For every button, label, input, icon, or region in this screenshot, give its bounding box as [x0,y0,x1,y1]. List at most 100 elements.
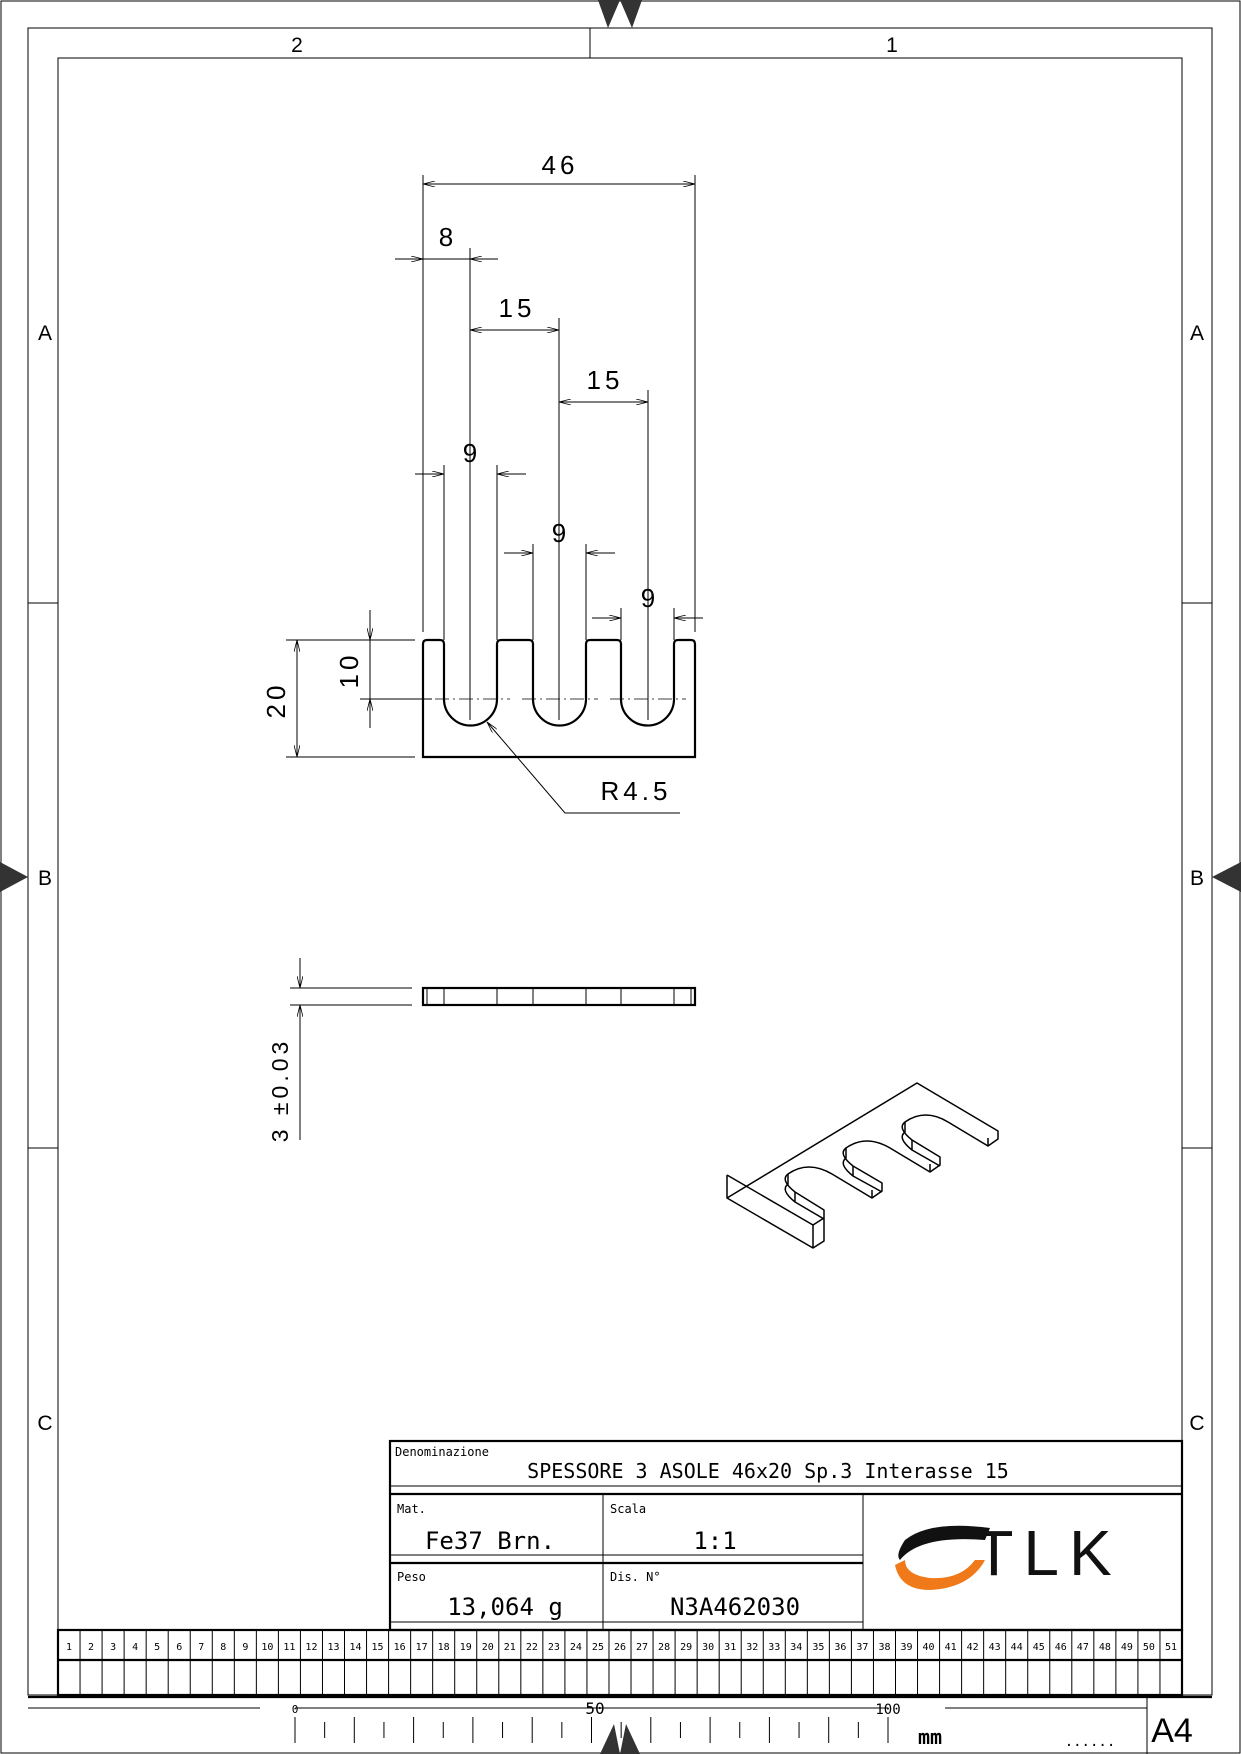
grid-number: 19 [460,1642,472,1653]
grid-number: 34 [790,1642,802,1653]
scale-bar: 0 50 100 mm ...... A4 [28,1695,1212,1754]
dim-radius: R4.5 [601,776,672,806]
paper-size: A4 [1151,1712,1193,1750]
drawing-no-label: Dis. N° [610,1570,661,1584]
grid-number: 11 [283,1642,295,1653]
grid-number: 46 [1055,1642,1067,1653]
dim-slot-width: 9 [641,583,659,613]
grid-number: 43 [989,1642,1001,1653]
grid-number: 7 [198,1642,204,1653]
dim-thickness: 3 ±0.03 [267,1038,293,1143]
weight-label: Peso [397,1570,426,1584]
logo-text: TLK [974,1517,1121,1589]
grid-number: 44 [1011,1642,1023,1653]
row-label: B [38,867,52,890]
grid-number: 32 [746,1642,758,1653]
grid-number: 23 [548,1642,560,1653]
row-label: C [37,1412,52,1435]
grid-number: 27 [636,1642,648,1653]
grid-number: 31 [724,1642,736,1653]
grid-number: 47 [1077,1642,1089,1653]
dim-overall-width: 46 [542,150,579,180]
bottom-center-mark [600,1724,640,1754]
grid-number: 25 [592,1642,604,1653]
right-center-mark [1212,862,1241,892]
dim-first-slot-offset: 8 [439,222,457,252]
isometric-view [726,1082,999,1249]
grid-number: 2 [88,1642,94,1653]
grid-number: 24 [570,1642,582,1653]
title-block: Denominazione SPESSORE 3 ASOLE 46x20 Sp.… [388,1439,1184,1632]
name-label: Denominazione [395,1445,489,1459]
zone-labels: 2 1 A B C A B C [37,34,1204,1435]
dimensions: 46 8 15 15 9 9 9 20 [261,150,703,814]
scale-label: Scala [610,1502,646,1516]
left-center-mark [0,862,28,892]
grid-number: 29 [680,1642,692,1653]
dim-slot-width: 9 [552,518,570,548]
scale-value: 1:1 [693,1527,736,1555]
grid-number: 33 [768,1642,780,1653]
column-label: 1 [886,34,898,57]
grid-number: 3 [110,1642,116,1653]
grid-number: 41 [945,1642,957,1653]
dim-height: 20 [261,682,291,719]
grid-number: 37 [856,1642,868,1653]
grid-number: 15 [372,1642,384,1653]
grid-number: 42 [967,1642,979,1653]
grid-number: 13 [327,1642,339,1653]
grid-number: 50 [1143,1642,1155,1653]
side-view: 3 ±0.03 [267,958,697,1143]
grid-number: 10 [261,1642,273,1653]
grid-number: 5 [154,1642,160,1653]
scale-label-0: 0 [292,1703,299,1716]
grid-number: 45 [1033,1642,1045,1653]
column-label: 2 [291,34,303,57]
grid-number: 4 [132,1642,138,1653]
grid-number: 39 [900,1642,912,1653]
grid-number: 8 [220,1642,226,1653]
grid-number: 26 [614,1642,626,1653]
material-label: Mat. [397,1502,426,1516]
scale-label-100: 100 [875,1702,900,1718]
row-label: A [38,322,52,345]
grid-number: 30 [702,1642,714,1653]
dim-pitch: 15 [587,365,624,395]
row-label: C [1189,1412,1204,1435]
scale-dots: ...... [1065,1734,1116,1750]
row-label: A [1190,322,1204,345]
grid-number: 16 [394,1642,406,1653]
dim-slot-depth: 10 [334,652,364,689]
grid-number: 17 [416,1642,428,1653]
grid-number: 22 [526,1642,538,1653]
grid-number: 20 [482,1642,494,1653]
scale-unit: mm [918,1725,942,1749]
grid-number: 12 [305,1642,317,1653]
grid-number: 51 [1165,1642,1177,1653]
dim-slot-width: 9 [463,438,481,468]
grid-number: 35 [812,1642,824,1653]
grid-number: 49 [1121,1642,1133,1653]
grid-number: 40 [923,1642,935,1653]
grid-number: 48 [1099,1642,1111,1653]
grid-number: 6 [176,1642,182,1653]
grid-number: 21 [504,1642,516,1653]
grid-number: 1 [66,1642,72,1653]
grid-number: 14 [350,1642,362,1653]
tlk-logo: TLK [895,1517,1121,1590]
grid-number: 9 [242,1642,248,1653]
weight-value: 13,064 g [447,1593,563,1621]
drawing-no-value: N3A462030 [670,1593,800,1621]
name-value: SPESSORE 3 ASOLE 46x20 Sp.3 Interasse 15 [527,1459,1009,1483]
dim-pitch: 15 [499,293,536,323]
scale-label-50: 50 [585,1699,604,1718]
grid-number: 36 [834,1642,846,1653]
row-label: B [1190,867,1204,890]
grid-number: 28 [658,1642,670,1653]
top-center-mark [598,0,642,28]
material-value: Fe37 Brn. [425,1527,555,1555]
